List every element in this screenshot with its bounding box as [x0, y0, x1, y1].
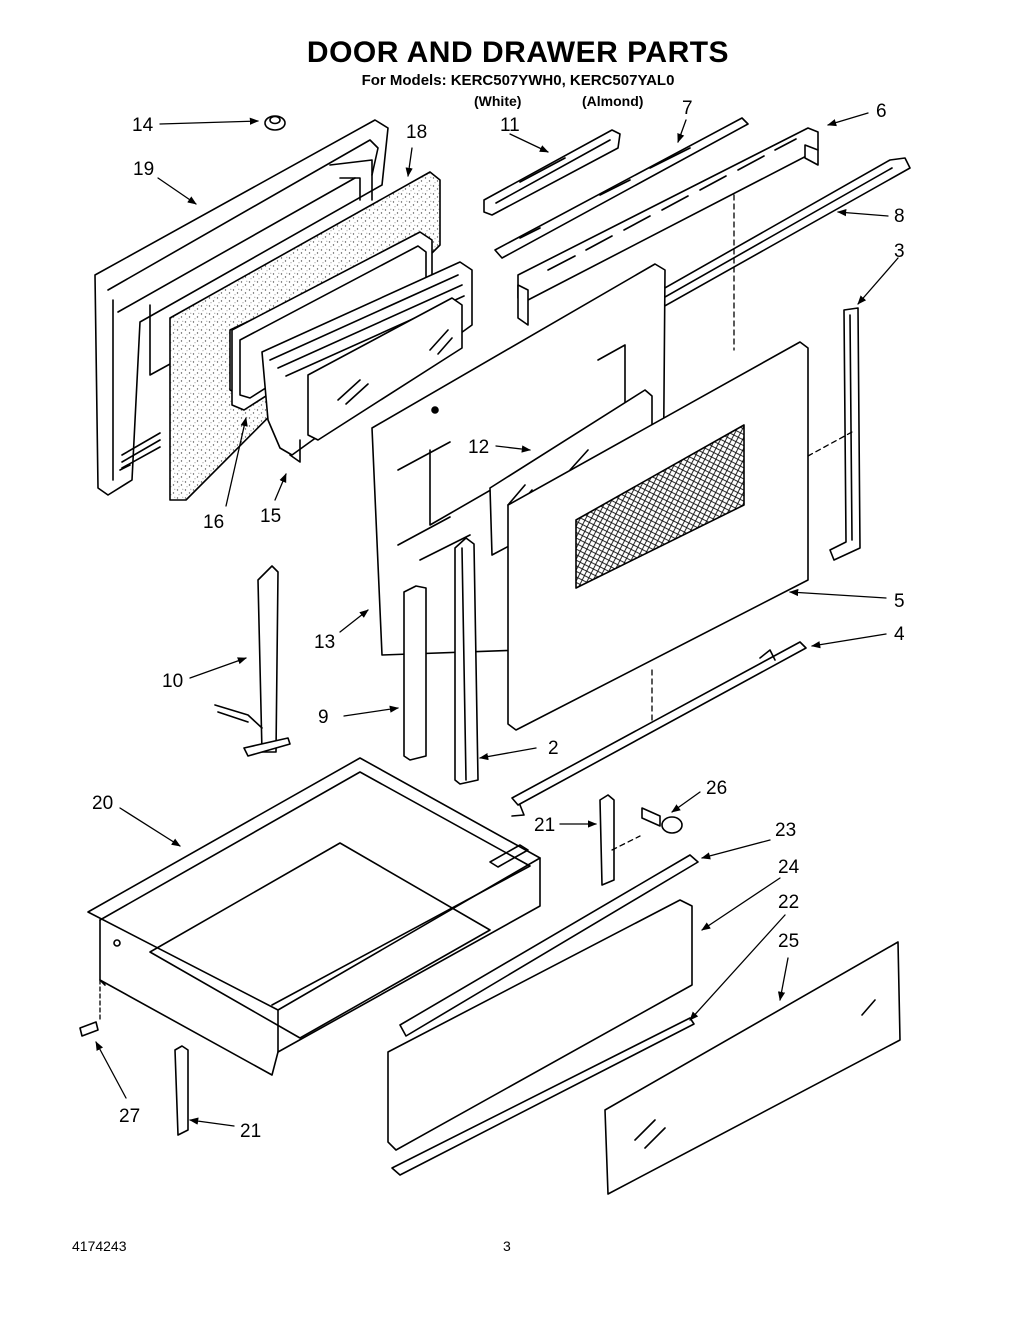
- part-21-drawer-glide-upper: [599, 794, 615, 886]
- part-14-door-stop: [264, 115, 286, 131]
- callout-16: 16: [203, 512, 224, 533]
- callout-6: 6: [876, 101, 887, 122]
- callout-22: 22: [778, 892, 799, 913]
- page-number: 3: [503, 1238, 511, 1254]
- part-9-spacer: [403, 585, 427, 761]
- callout-5: 5: [894, 591, 905, 612]
- callout-13: 13: [314, 632, 335, 653]
- callout-arrows: [95, 112, 899, 1127]
- part-4-bottom-trim: [511, 641, 807, 817]
- callout-7: 7: [682, 98, 693, 119]
- callout-26: 26: [706, 778, 727, 799]
- callout-14: 14: [132, 115, 154, 136]
- part-20-drawer-body: [87, 757, 541, 1076]
- callout-21-upper: 21: [534, 815, 555, 836]
- callout-21-lower: 21: [240, 1121, 261, 1142]
- part-26-drawer-bumper: [641, 807, 683, 834]
- variant-white: (White): [474, 93, 522, 109]
- callout-11: 11: [500, 115, 520, 136]
- callout-3: 3: [894, 241, 905, 262]
- models-line: For Models: KERC507YWH0, KERC507YAL0: [361, 72, 675, 89]
- part-7-vent-baffle: [494, 117, 749, 259]
- part-inner-glass: [307, 297, 463, 441]
- callout-25: 25: [778, 931, 799, 952]
- part-22-drawer-bottom-trim: [391, 1017, 695, 1176]
- callout-20: 20: [92, 793, 113, 814]
- callout-27: 27: [119, 1106, 140, 1127]
- callout-2: 2: [548, 738, 559, 759]
- part-23-drawer-trim: [399, 854, 699, 1037]
- callout-23: 23: [775, 820, 796, 841]
- callout-19: 19: [133, 159, 154, 180]
- callout-10: 10: [162, 671, 183, 692]
- callout-24: 24: [778, 857, 800, 878]
- part-11-vent-channel: [483, 129, 621, 216]
- part-24-drawer-front: [387, 899, 693, 1151]
- part-19-outer-door-panel: [94, 119, 389, 496]
- callout-8: 8: [894, 206, 905, 227]
- callout-18: 18: [406, 122, 427, 143]
- part-10-hinge: [214, 565, 291, 757]
- page-title: DOOR AND DRAWER PARTS: [306, 36, 730, 69]
- part-27-screw: [79, 1021, 99, 1037]
- part-2-side-channel: [454, 537, 479, 785]
- variant-almond: (Almond): [582, 93, 644, 109]
- callout-labels: 14 19 18 11 7 6 8 3 12 16 15 13 5 4 10 9…: [92, 98, 905, 1142]
- part-5-outer-door-glass: [507, 341, 809, 731]
- part-21-drawer-glide-lower: [174, 1045, 189, 1136]
- callout-9: 9: [318, 707, 329, 728]
- callout-15: 15: [260, 506, 281, 527]
- part-25-drawer-glass: [604, 941, 901, 1195]
- callout-4: 4: [894, 624, 905, 645]
- doc-number: 4174243: [72, 1238, 127, 1254]
- callout-12: 12: [468, 437, 489, 458]
- part-3-side-trim: [829, 307, 861, 561]
- part-6-top-vent-trim: [517, 127, 819, 326]
